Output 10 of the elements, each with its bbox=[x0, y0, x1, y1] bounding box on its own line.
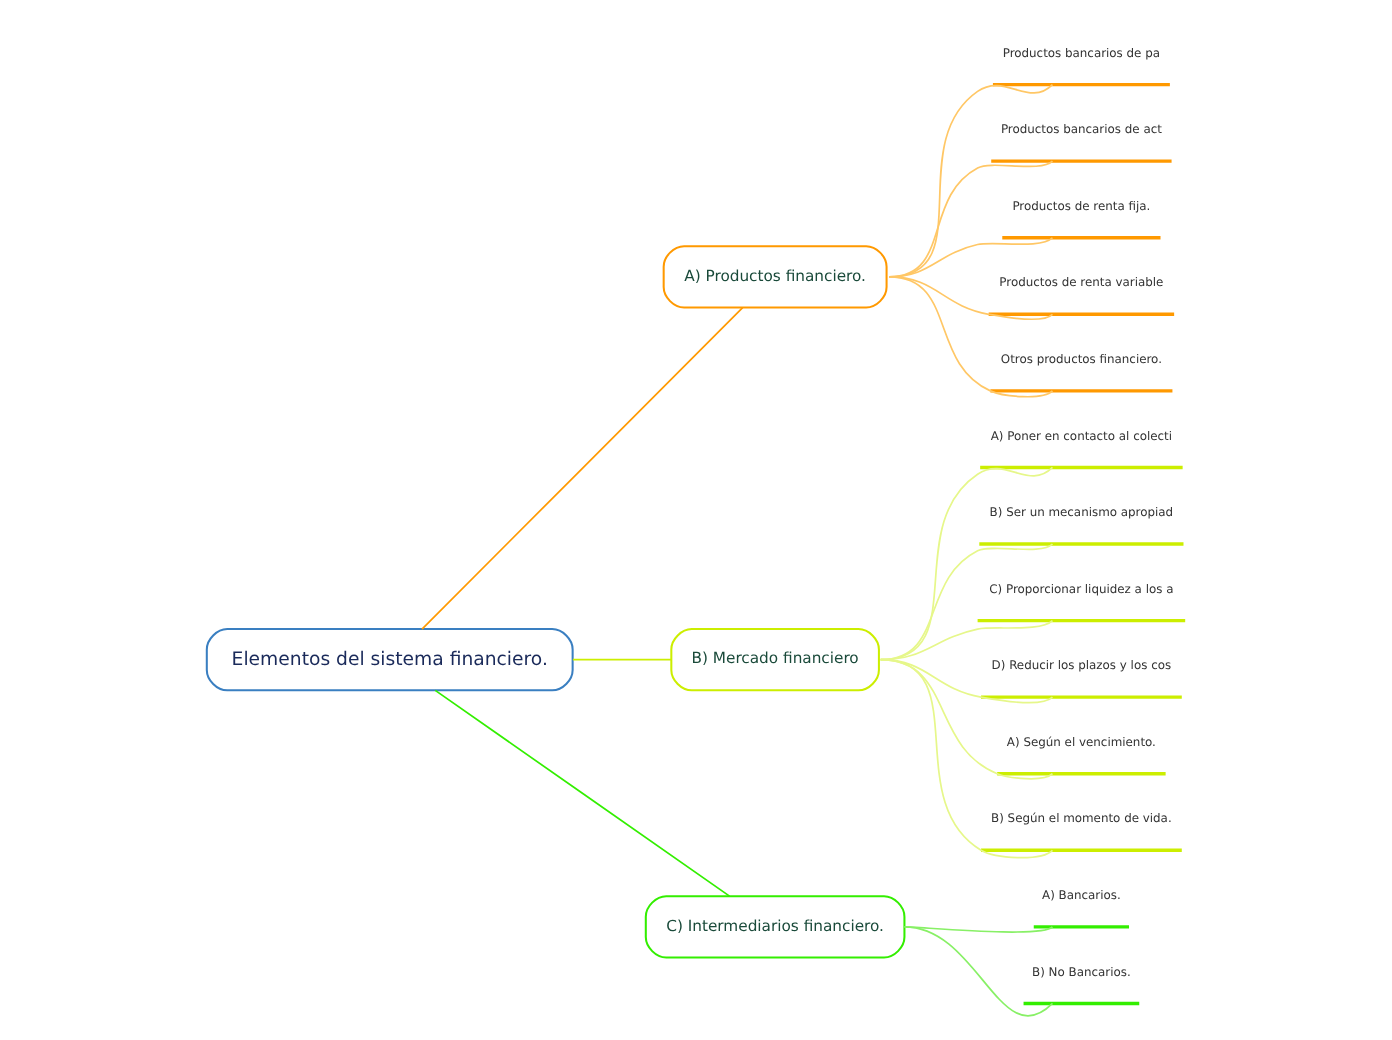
connector bbox=[572, 658, 672, 661]
node-box: Elementos del sistema financiero. bbox=[205, 628, 574, 692]
node-box: A) Productos financiero. bbox=[662, 245, 888, 309]
connector bbox=[879, 658, 1054, 859]
connector bbox=[903, 926, 1054, 1017]
node-box: C) Intermediarios financiero. bbox=[644, 895, 906, 959]
connector bbox=[434, 689, 731, 897]
connector bbox=[421, 306, 744, 630]
node-box: B) Mercado financiero bbox=[670, 628, 880, 692]
connector bbox=[888, 276, 1054, 398]
